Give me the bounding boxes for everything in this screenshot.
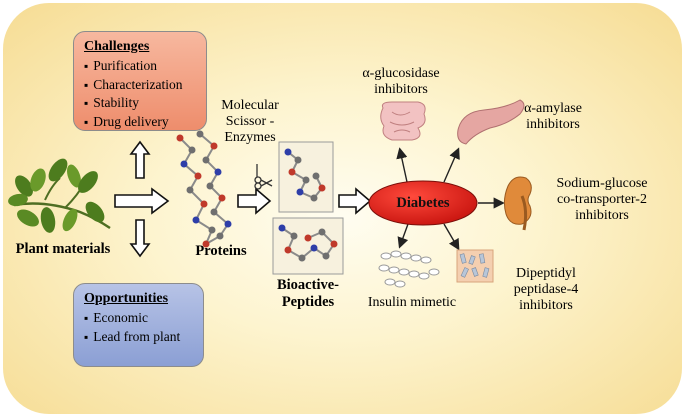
arrow-down-to-opportunities (129, 219, 151, 258)
dpp4-line: peptidase-4 (513, 282, 579, 297)
kidney-icon (503, 176, 532, 231)
alpha-glucosidase-line: inhibitors (374, 82, 428, 97)
bioactive-peptides-label: Bioactive- Peptides (268, 277, 348, 311)
diabetes-connectors (396, 147, 505, 251)
dpp4-line: inhibitors (519, 298, 573, 313)
opportunities-title: Opportunities (84, 291, 169, 306)
insulin-chain-icon (378, 250, 440, 288)
challenges-title: Challenges (84, 39, 150, 54)
molecular-scissor-line: Enzymes (224, 130, 276, 145)
molecular-scissor-line: Molecular (221, 98, 279, 113)
challenges-item: Characterization (84, 76, 196, 95)
dpp4-label: Dipeptidyl peptidase-4 inhibitors (496, 266, 596, 314)
challenges-item: Purification (84, 57, 196, 76)
scissors-icon (254, 164, 273, 190)
diabetes-label: Diabetes (396, 195, 450, 211)
alpha-amylase-line: α-amylase (524, 101, 582, 116)
arrow-plant-to-proteins (114, 187, 170, 215)
dpp4-line: Dipeptidyl (516, 266, 576, 281)
arrow-proteins-to-peptides (237, 187, 272, 215)
sglt2-label: Sodium-glucose co-transporter-2 inhibito… (538, 176, 666, 224)
plant-materials-label: Plant materials (15, 241, 111, 257)
arrow-peptides-to-diabetes (338, 187, 372, 215)
alpha-glucosidase-label: α-glucosidase inhibitors (346, 66, 456, 98)
challenges-list: Purification Characterization Stability … (84, 57, 196, 131)
opportunities-list: Economic Lead from plant (84, 309, 193, 346)
arrow-up-to-challenges (129, 140, 151, 179)
alpha-amylase-label: α-amylase inhibitors (510, 101, 596, 133)
dpp4-crystals-icon (456, 249, 494, 283)
challenges-item: Stability (84, 94, 196, 113)
alpha-glucosidase-line: α-glucosidase (362, 66, 440, 81)
challenges-item: Drug delivery (84, 113, 196, 132)
leaf-branch-icon (8, 158, 111, 233)
sglt2-line: Sodium-glucose (556, 176, 648, 191)
intestine-icon (380, 101, 426, 141)
diabetes-node (368, 180, 478, 226)
challenges-box: Challenges Purification Characterization… (73, 31, 207, 131)
bioactive-peptides-line: Peptides (281, 294, 335, 310)
molecular-scissor-line: Scissor - (225, 114, 275, 129)
protein-molecule-icon (176, 130, 232, 248)
pancreas-icon (457, 99, 525, 145)
opportunities-item: Lead from plant (84, 328, 193, 347)
opportunities-box: Opportunities Economic Lead from plant (73, 283, 204, 367)
proteins-label: Proteins (195, 243, 247, 259)
bioactive-peptides-line: Bioactive- (276, 277, 339, 293)
insulin-mimetic-label: Insulin mimetic (367, 295, 457, 310)
hollow-arrows (114, 140, 372, 258)
sglt2-line: co-transporter-2 (557, 192, 647, 207)
sglt2-line: inhibitors (575, 208, 629, 223)
molecular-scissor-label: Molecular Scissor - Enzymes (205, 98, 295, 146)
alpha-amylase-line: inhibitors (526, 117, 580, 132)
peptide-molecule-icon (272, 141, 344, 275)
opportunities-item: Economic (84, 309, 193, 328)
